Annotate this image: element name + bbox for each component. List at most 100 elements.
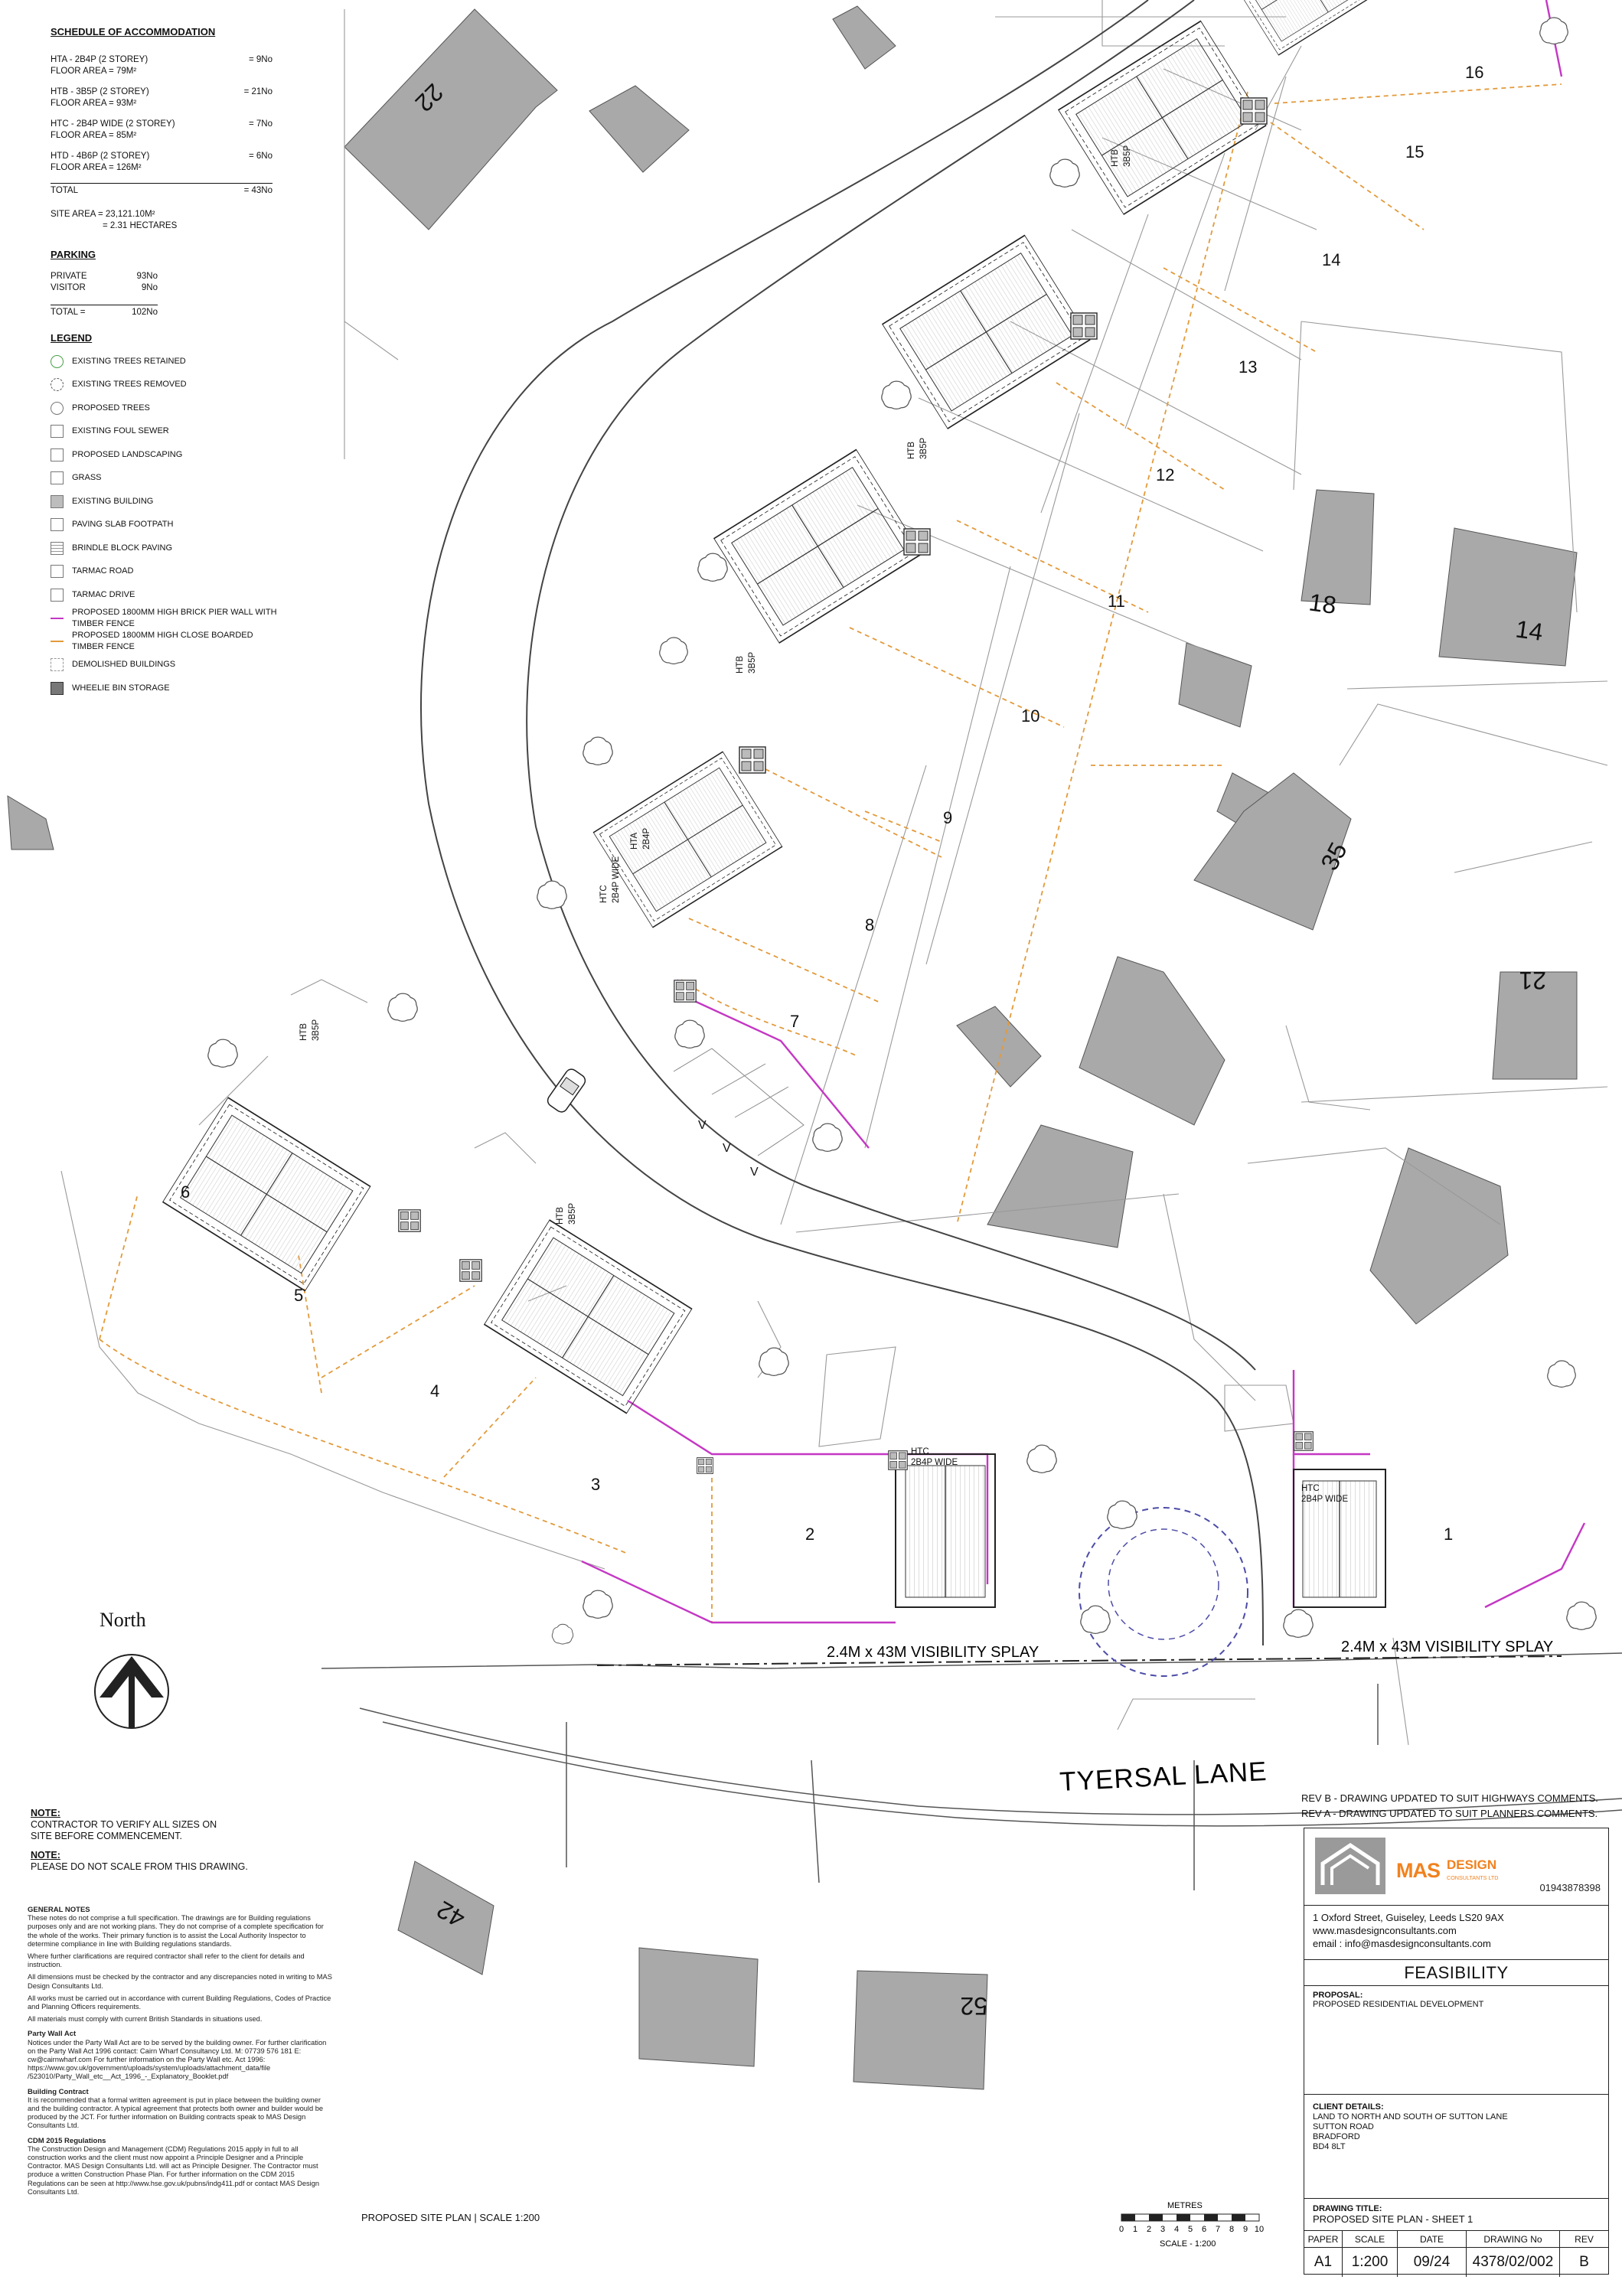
legend-swatch-icon (51, 378, 64, 392)
client-line: BD4 8LT (1313, 2142, 1346, 2151)
client-label: CLIENT DETAILS: (1313, 2102, 1384, 2112)
scale-bar: METRES 0 1 2 3 4 5 6 7 8 9 10 SCALE - 1:… (1119, 2201, 1264, 2249)
parking-total-label: TOTAL = (51, 308, 86, 317)
house-label-htb: HTB (736, 656, 745, 673)
address-line: 1 Oxford Street, Guiseley, Leeds LS20 9A… (1313, 1912, 1504, 1923)
parking-private-value: 93No (136, 272, 158, 281)
schedule-type-area: FLOOR AREA = 93M² (51, 99, 137, 108)
plot-number: 12 (1156, 465, 1174, 484)
plot-number: 10 (1021, 706, 1039, 726)
house-label-3b5p: 3B5P (312, 1019, 321, 1041)
house-label-2b4p-wide: 2B4P WIDE (1301, 1495, 1348, 1504)
schedule-type-row: HTB - 3B5P (2 STOREY)= 21No (51, 86, 273, 98)
client-section: CLIENT DETAILS: LAND TO NORTH AND SOUTH … (1304, 2095, 1608, 2199)
scale-tick: 10 (1255, 2225, 1264, 2234)
legend-label: TARMAC ROAD (72, 566, 134, 576)
visitor-bay-mark: V (698, 1119, 707, 1132)
legend-swatch-icon (51, 401, 64, 415)
legend-swatch-icon (51, 565, 64, 579)
house-number: 14 (1514, 615, 1545, 646)
grid-header: DRAWING No (1467, 2231, 1560, 2248)
house-label-htb: HTB (299, 1023, 308, 1041)
legend-item: TARMAC DRIVE (51, 583, 280, 607)
plot-number: 11 (1108, 592, 1125, 611)
plot-number: 6 (181, 1182, 190, 1202)
legend-label: BRINDLE BLOCK PAVING (72, 543, 173, 553)
house-label-htc: HTC (599, 885, 609, 903)
drawing-title: PROPOSED SITE PLAN - SHEET 1 (1313, 2213, 1474, 2225)
scale-tick: 6 (1202, 2225, 1206, 2234)
plot-numbers: 1 2 3 4 5 6 7 8 9 10 11 12 13 14 15 16 (181, 63, 1483, 1544)
title-block: MAS DESIGN CONSULTANTS LTD 01943878398 1… (1304, 1828, 1609, 2277)
building-contract-text: It is recommended that a formal written … (28, 2095, 324, 2130)
legend-swatch-icon (51, 471, 64, 485)
schedule-type-row: HTA - 2B4P (2 STOREY) = 9No (51, 54, 273, 66)
logo-design: DESIGN (1447, 1857, 1497, 1872)
legend-item: DEMOLISHED BUILDINGS (51, 654, 280, 677)
drawing-status: FEASIBILITY (1304, 1960, 1608, 1986)
legend-item: EXISTING TREES RETAINED (51, 350, 280, 373)
schedule-type-qty: = 7No (248, 119, 273, 129)
house-label-htb: HTB (556, 1207, 565, 1225)
note-title: NOTE: (31, 1808, 60, 1818)
estate-road (420, 0, 1264, 1646)
general-note: All materials must comply with current B… (28, 2015, 263, 2024)
note-title: NOTE: (31, 1850, 60, 1861)
legend-label: PROPOSED 1800MM HIGH CLOSE BOARDED TIMBE… (72, 631, 253, 652)
visibility-splay-label-right: 2.4M x 43M VISIBILITY SPLAY (1341, 1639, 1553, 1655)
company-email: email : info@masdesignconsultants.com (1313, 1938, 1491, 1949)
schedule-type-qty: = 9No (248, 55, 273, 64)
legend-item: PROPOSED 1800MM HIGH BRICK PIER WALL WIT… (51, 607, 280, 631)
plot-number: 5 (294, 1286, 303, 1305)
logo-consultants: CONSULTANTS LTD (1447, 1874, 1499, 1881)
company-phone: 01943878398 (1539, 1882, 1601, 1893)
client-line: SUTTON ROAD (1313, 2122, 1374, 2131)
legend-label: PROPOSED TREES (72, 403, 150, 413)
grid-header: SCALE (1343, 2231, 1398, 2248)
plan-caption: PROPOSED SITE PLAN | SCALE 1:200 (361, 2212, 540, 2223)
schedule-type-area: FLOOR AREA = 85M² (51, 131, 137, 140)
drawing-number: 4378/02/002 (1467, 2248, 1560, 2277)
client-line: LAND TO NORTH AND SOUTH OF SUTTON LANE (1313, 2112, 1508, 2122)
plot-number: 7 (790, 1012, 799, 1031)
plot-number: 15 (1405, 142, 1424, 161)
company-address: 1 Oxford Street, Guiseley, Leeds LS20 9A… (1304, 1906, 1608, 1960)
plot-number: 3 (591, 1475, 600, 1494)
site-area-hectares: = 2.31 HECTARES (103, 221, 178, 230)
legend-label: PROPOSED LANDSCAPING (72, 449, 183, 459)
parking-private-label: PRIVATE (51, 272, 87, 281)
cdm-text: The Construction Design and Management (… (28, 2144, 320, 2196)
scale-tick: 8 (1229, 2225, 1234, 2234)
schedule-total: TOTAL = 43No (51, 183, 273, 197)
house-number: 52 (960, 1992, 987, 2020)
parking-total: TOTAL = 102No (51, 305, 158, 318)
legend-swatch-icon (51, 518, 64, 532)
general-notes-panel: GENERAL NOTES These notes do not compris… (28, 1906, 334, 2200)
legend-item: GRASS (51, 467, 280, 491)
parking-total-value: 102No (132, 308, 158, 317)
visibility-splay: 2.4M x 43M VISIBILITY SPLAY 2.4M x 43M V… (596, 1507, 1562, 1677)
legend-label: EXISTING FOUL SEWER (72, 426, 169, 436)
schedule-type-qty: = 21No (243, 87, 273, 96)
revisions: REV B - DRAWING UPDATED TO SUIT HIGHWAYS… (1301, 1791, 1598, 1821)
road-name: TYERSAL LANE (1059, 1756, 1268, 1797)
company-website: www.masdesignconsultants.com (1313, 1925, 1457, 1936)
legend-item: PROPOSED LANDSCAPING (51, 443, 280, 467)
legend-swatch-icon (51, 681, 64, 695)
legend-label: GRASS (72, 473, 102, 483)
legend-item: EXISTING BUILDING (51, 490, 280, 514)
proposal-section: PROPOSAL: PROPOSED RESIDENTIAL DEVELOPME… (1304, 1986, 1608, 2095)
house-label-htc: HTC (1301, 1484, 1320, 1493)
visitor-bay-mark: V (750, 1166, 759, 1179)
legend-swatch-icon (51, 617, 64, 619)
plot-boundaries (60, 0, 1608, 1746)
legend-swatch-icon (51, 425, 64, 439)
schedule-total-label: TOTAL (51, 186, 78, 195)
schedule-type-name: HTA - 2B4P (2 STOREY) (51, 55, 148, 64)
plot-number: 8 (865, 915, 874, 934)
legend-item: WHEELIE BIN STORAGE (51, 677, 280, 700)
